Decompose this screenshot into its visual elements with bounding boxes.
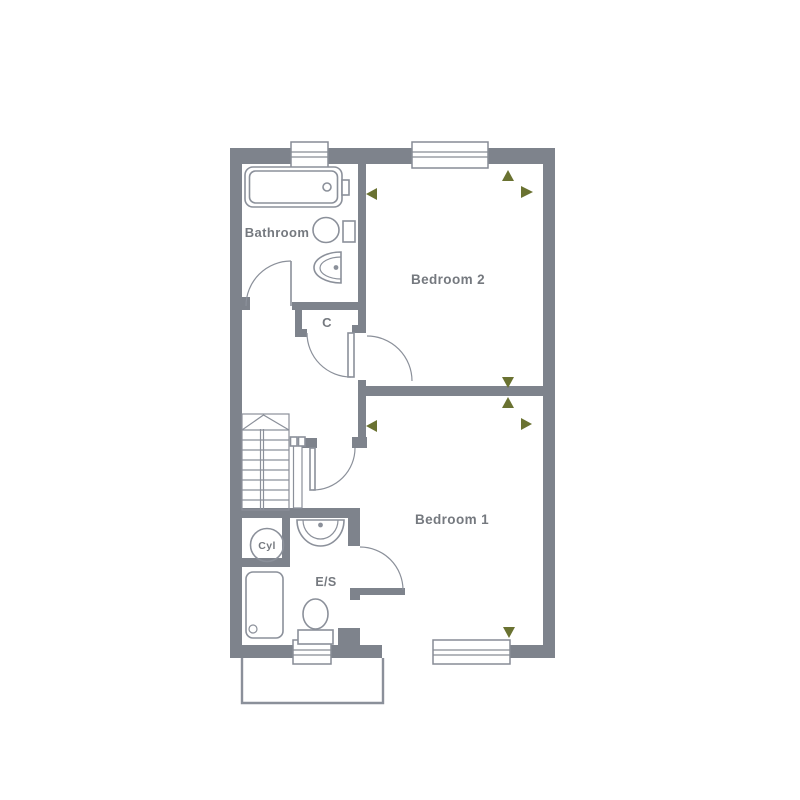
bedroom2-label: Bedroom 2 — [411, 272, 485, 287]
wall-cyl-north — [242, 508, 358, 518]
dimension-arrow-left-bedroom1 — [366, 420, 377, 432]
ensuite-door — [359, 546, 404, 591]
dimension-arrow-right-bedroom1 — [521, 418, 532, 430]
wall-bottom-right — [510, 645, 555, 658]
ground-floor-outline-below — [240, 658, 385, 705]
wall-cyl-east — [282, 518, 290, 567]
dimension-arrow-left-bedroom2 — [366, 188, 377, 200]
cylinder-tank — [249, 527, 285, 563]
bathroom-toilet — [312, 216, 356, 244]
cylinder-label: Cyl — [258, 540, 276, 552]
wall-bathroom-south — [292, 302, 366, 310]
wall-cupboard-west — [295, 307, 302, 337]
wall-bottom-step — [338, 628, 360, 645]
wall-ensuite-door-pier — [350, 588, 360, 600]
bedroom2-door — [366, 335, 413, 382]
bath — [244, 166, 350, 208]
cupboard-label: C — [322, 315, 332, 330]
wall-landing-pier-west — [302, 438, 317, 448]
dimension-arrow-right-bedroom2 — [521, 186, 533, 198]
wall-right — [543, 148, 555, 658]
wall-spine-upper — [358, 164, 366, 333]
cupboard-door — [306, 332, 355, 378]
dimension-arrow-down-bedroom1 — [503, 627, 515, 638]
stair-handrail — [289, 436, 306, 509]
wall-bedroom-divider — [358, 386, 543, 396]
wall-left — [230, 148, 242, 658]
wall-landing-pier-east — [352, 437, 367, 448]
bedroom1-door — [309, 447, 356, 491]
wall-cupboard-south-pier — [295, 329, 307, 337]
staircase — [241, 413, 306, 511]
wall-spine-pier-c — [352, 325, 358, 333]
dimension-arrow-down-bedroom2 — [502, 377, 514, 388]
bathroom-door — [245, 260, 292, 307]
ensuite-basin — [296, 519, 345, 547]
wall-cyl-south — [242, 558, 290, 567]
dimension-arrow-up-bedroom2 — [502, 170, 514, 181]
wall-spine-middle — [358, 380, 366, 438]
doors — [245, 260, 413, 591]
dimension-markers — [366, 170, 533, 638]
shower-tray — [245, 571, 284, 639]
bathroom-window — [290, 141, 329, 169]
room-labels: Bathroom Bedroom 2 Bedroom 1 C Cyl E/S — [245, 225, 489, 589]
wall-top — [230, 148, 555, 164]
bedroom2-window — [411, 141, 489, 169]
bedroom1-label: Bedroom 1 — [415, 512, 489, 527]
dimension-arrow-up-bedroom1 — [502, 397, 514, 408]
bathroom-basin — [313, 251, 342, 284]
ensuite-label: E/S — [315, 575, 336, 589]
ensuite-toilet — [297, 598, 334, 645]
wall-bedroom1-notch — [358, 588, 405, 595]
bathroom-label: Bathroom — [245, 225, 310, 240]
bedroom1-window — [432, 639, 511, 665]
